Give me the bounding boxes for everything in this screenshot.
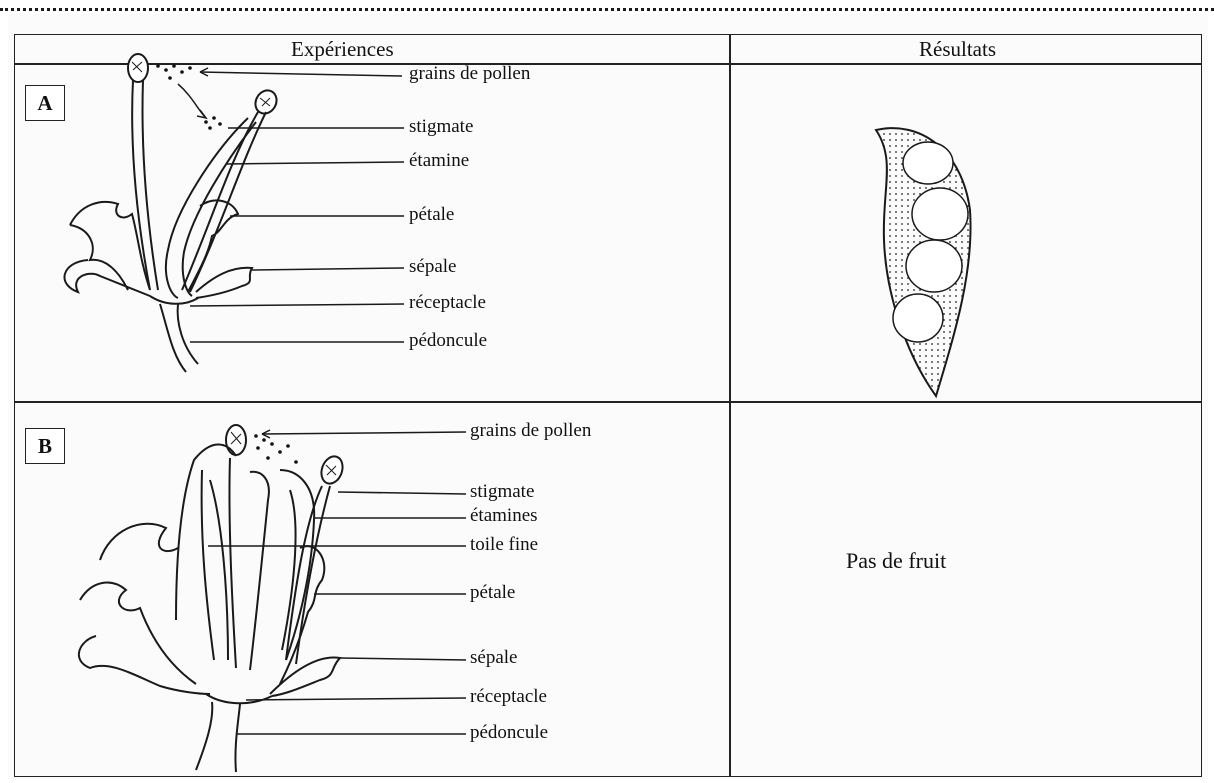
a-label-peduncle: pédoncule	[409, 330, 487, 352]
b-label-peduncle: pédoncule	[470, 722, 548, 744]
fruit-pod	[876, 128, 971, 396]
b-label-sepal: sépale	[470, 647, 517, 669]
flower-a-leader-lines	[190, 68, 404, 342]
b-label-stigma: stigmate	[470, 481, 534, 503]
b-label-pollen: grains de pollen	[470, 420, 591, 442]
a-label-receptacle: réceptacle	[409, 292, 486, 314]
a-label-pollen: grains de pollen	[409, 63, 530, 85]
a-label-sepal: sépale	[409, 256, 456, 278]
result-b-no-fruit: Pas de fruit	[846, 548, 946, 574]
b-label-stamens: étamines	[470, 505, 538, 527]
flower-a-illustration	[65, 54, 281, 372]
a-label-stamen: étamine	[409, 150, 469, 172]
flower-b-illustration	[79, 425, 346, 772]
a-label-petal: pétale	[409, 204, 454, 226]
b-label-receptacle: réceptacle	[470, 686, 547, 708]
flower-b-pollen-dots	[254, 434, 298, 464]
b-label-petal: pétale	[470, 582, 515, 604]
a-label-stigma: stigmate	[409, 116, 473, 138]
flower-a-pollen-dots	[156, 64, 222, 130]
b-label-veil: toile fine	[470, 534, 538, 556]
